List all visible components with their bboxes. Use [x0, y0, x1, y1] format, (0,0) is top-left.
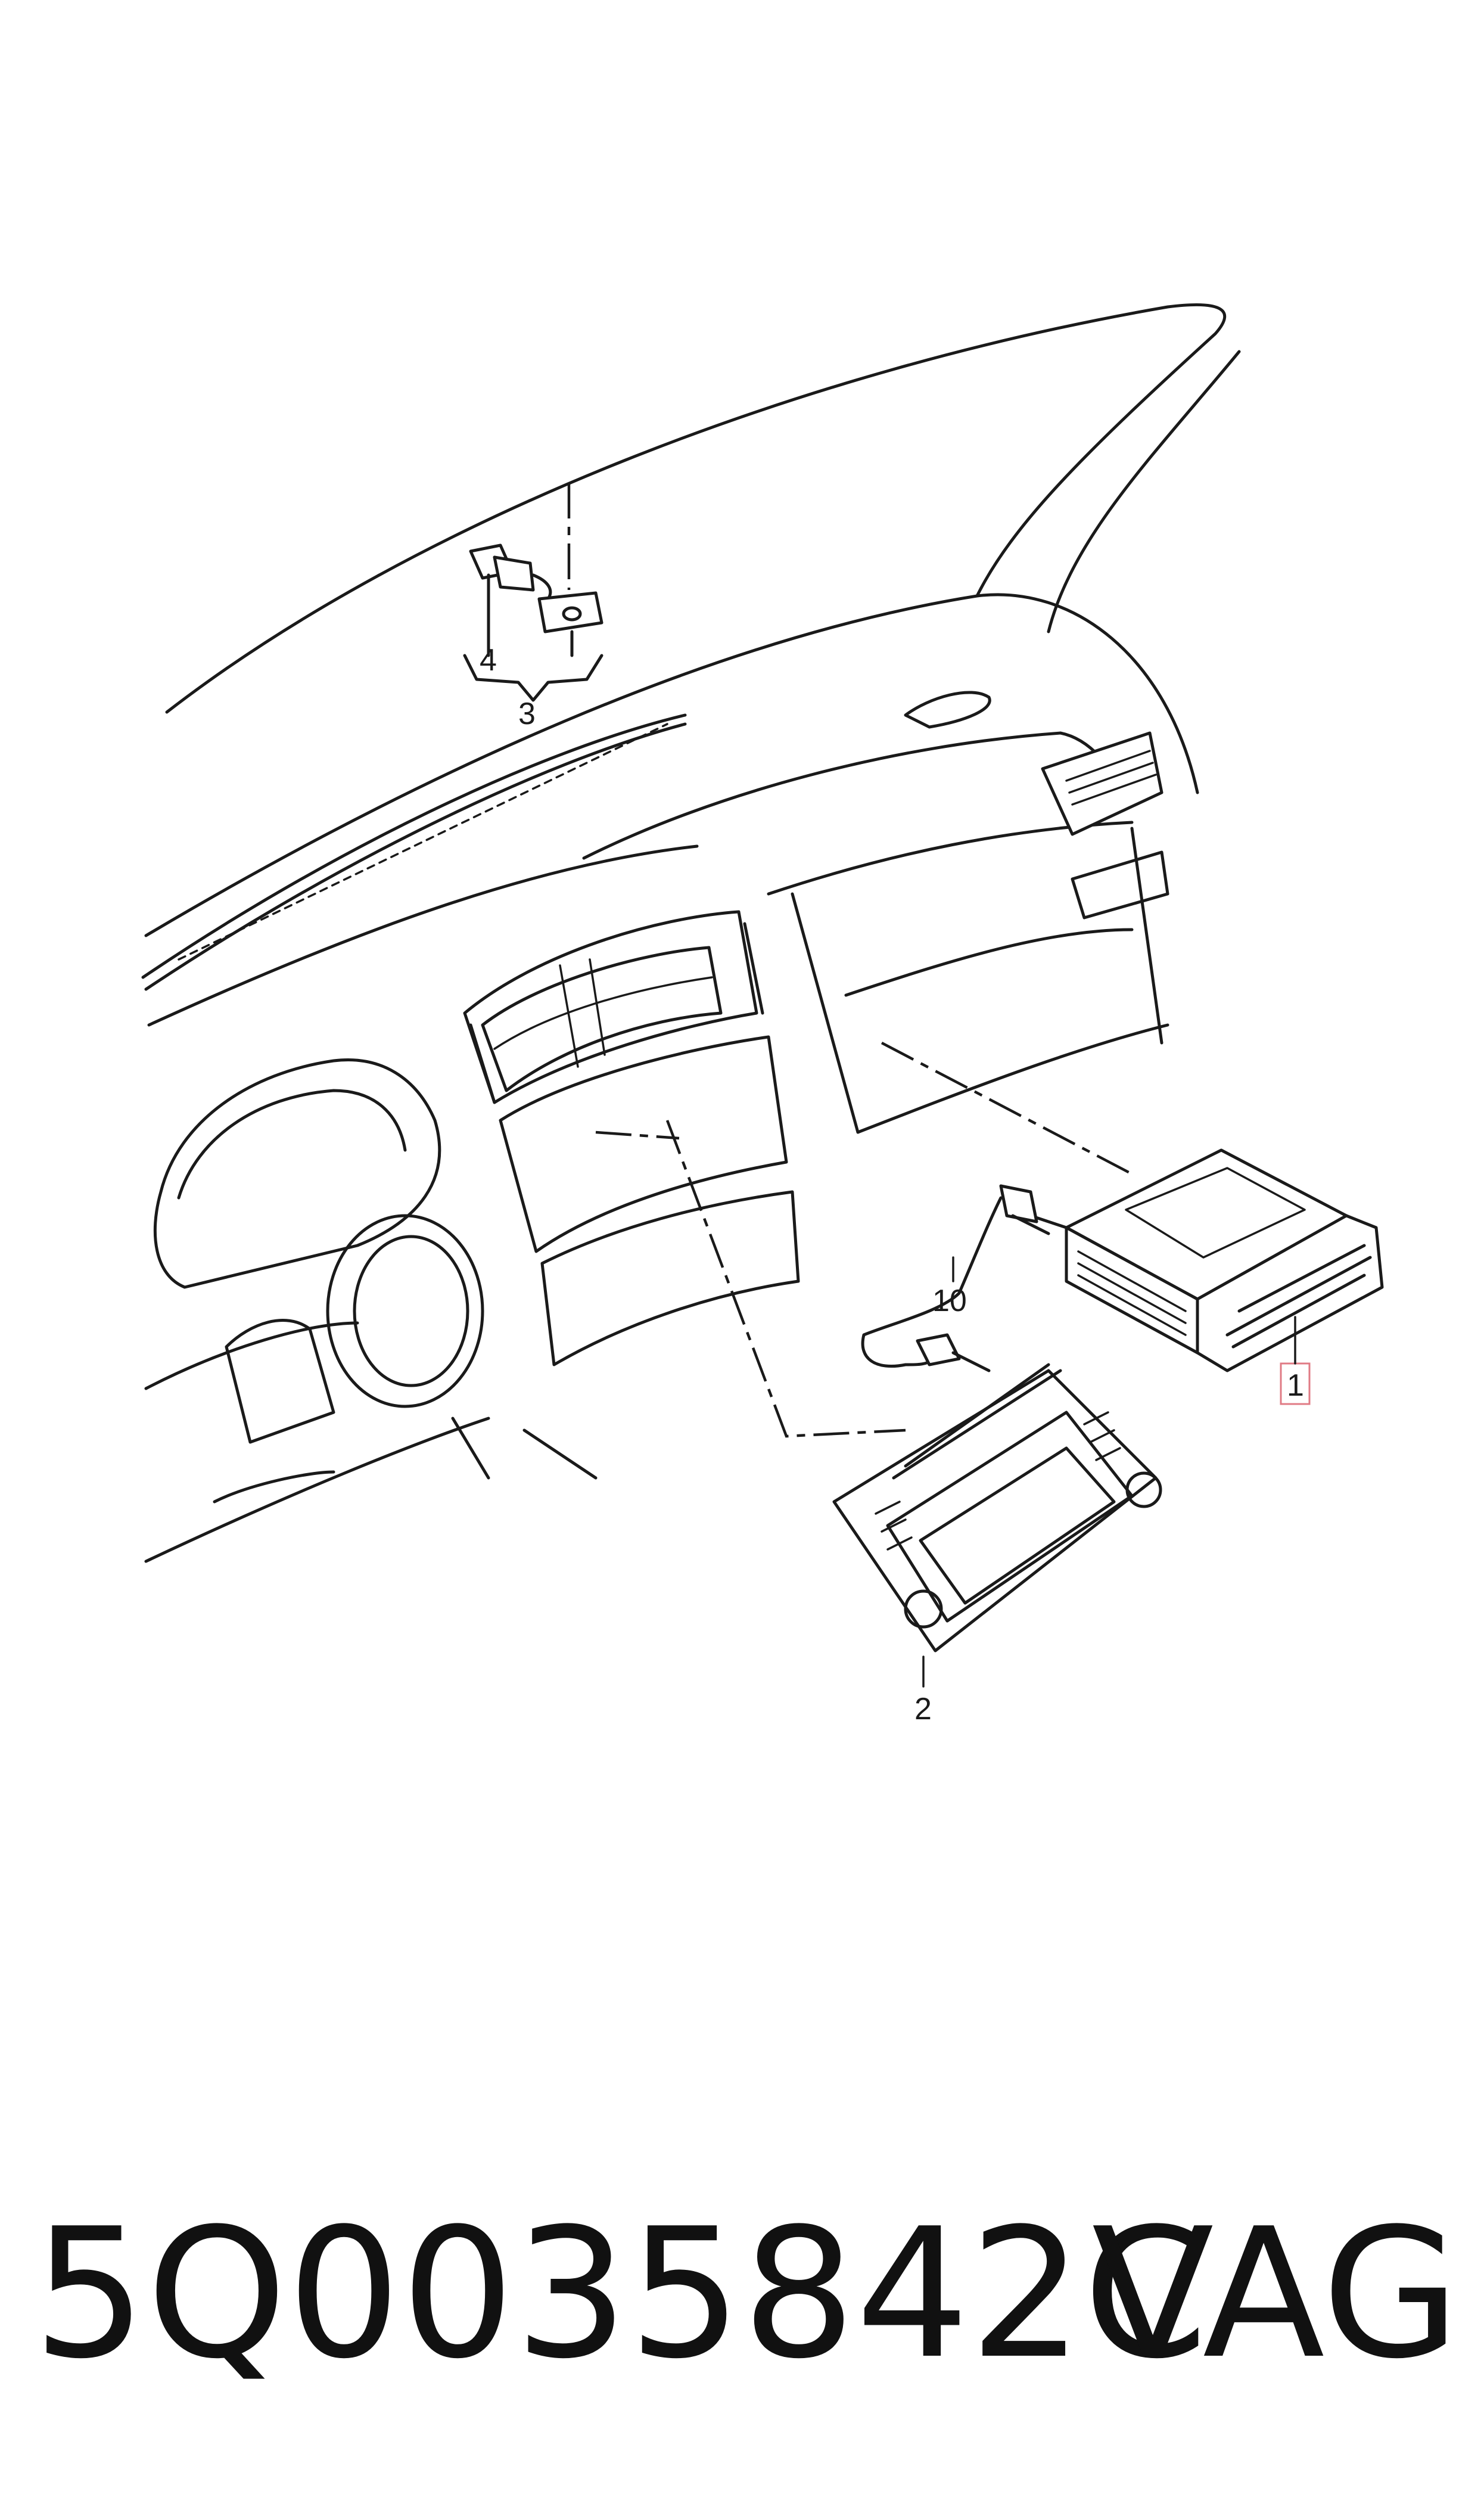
brand-label: VAG: [1091, 2190, 1460, 2398]
connector-set-part-3: [463, 543, 603, 702]
cable-part-10: [861, 1184, 1050, 1372]
part-number-label: 5Q0035842C: [33, 2190, 1208, 2398]
radio-module-part-1: [1011, 1148, 1384, 1372]
callout-1: 1: [1287, 1368, 1304, 1403]
callout-10: 10: [932, 1284, 967, 1318]
callout-3: 3: [518, 697, 536, 731]
callouts: 1 2 3 4 10: [480, 643, 1311, 1726]
callout-2: 2: [914, 1692, 932, 1726]
dashboard-illustration: [141, 303, 1241, 1563]
assembly-leader-lines: [567, 483, 1133, 1438]
callout-4: 4: [480, 643, 497, 678]
head-unit-part-2: [832, 1363, 1162, 1653]
